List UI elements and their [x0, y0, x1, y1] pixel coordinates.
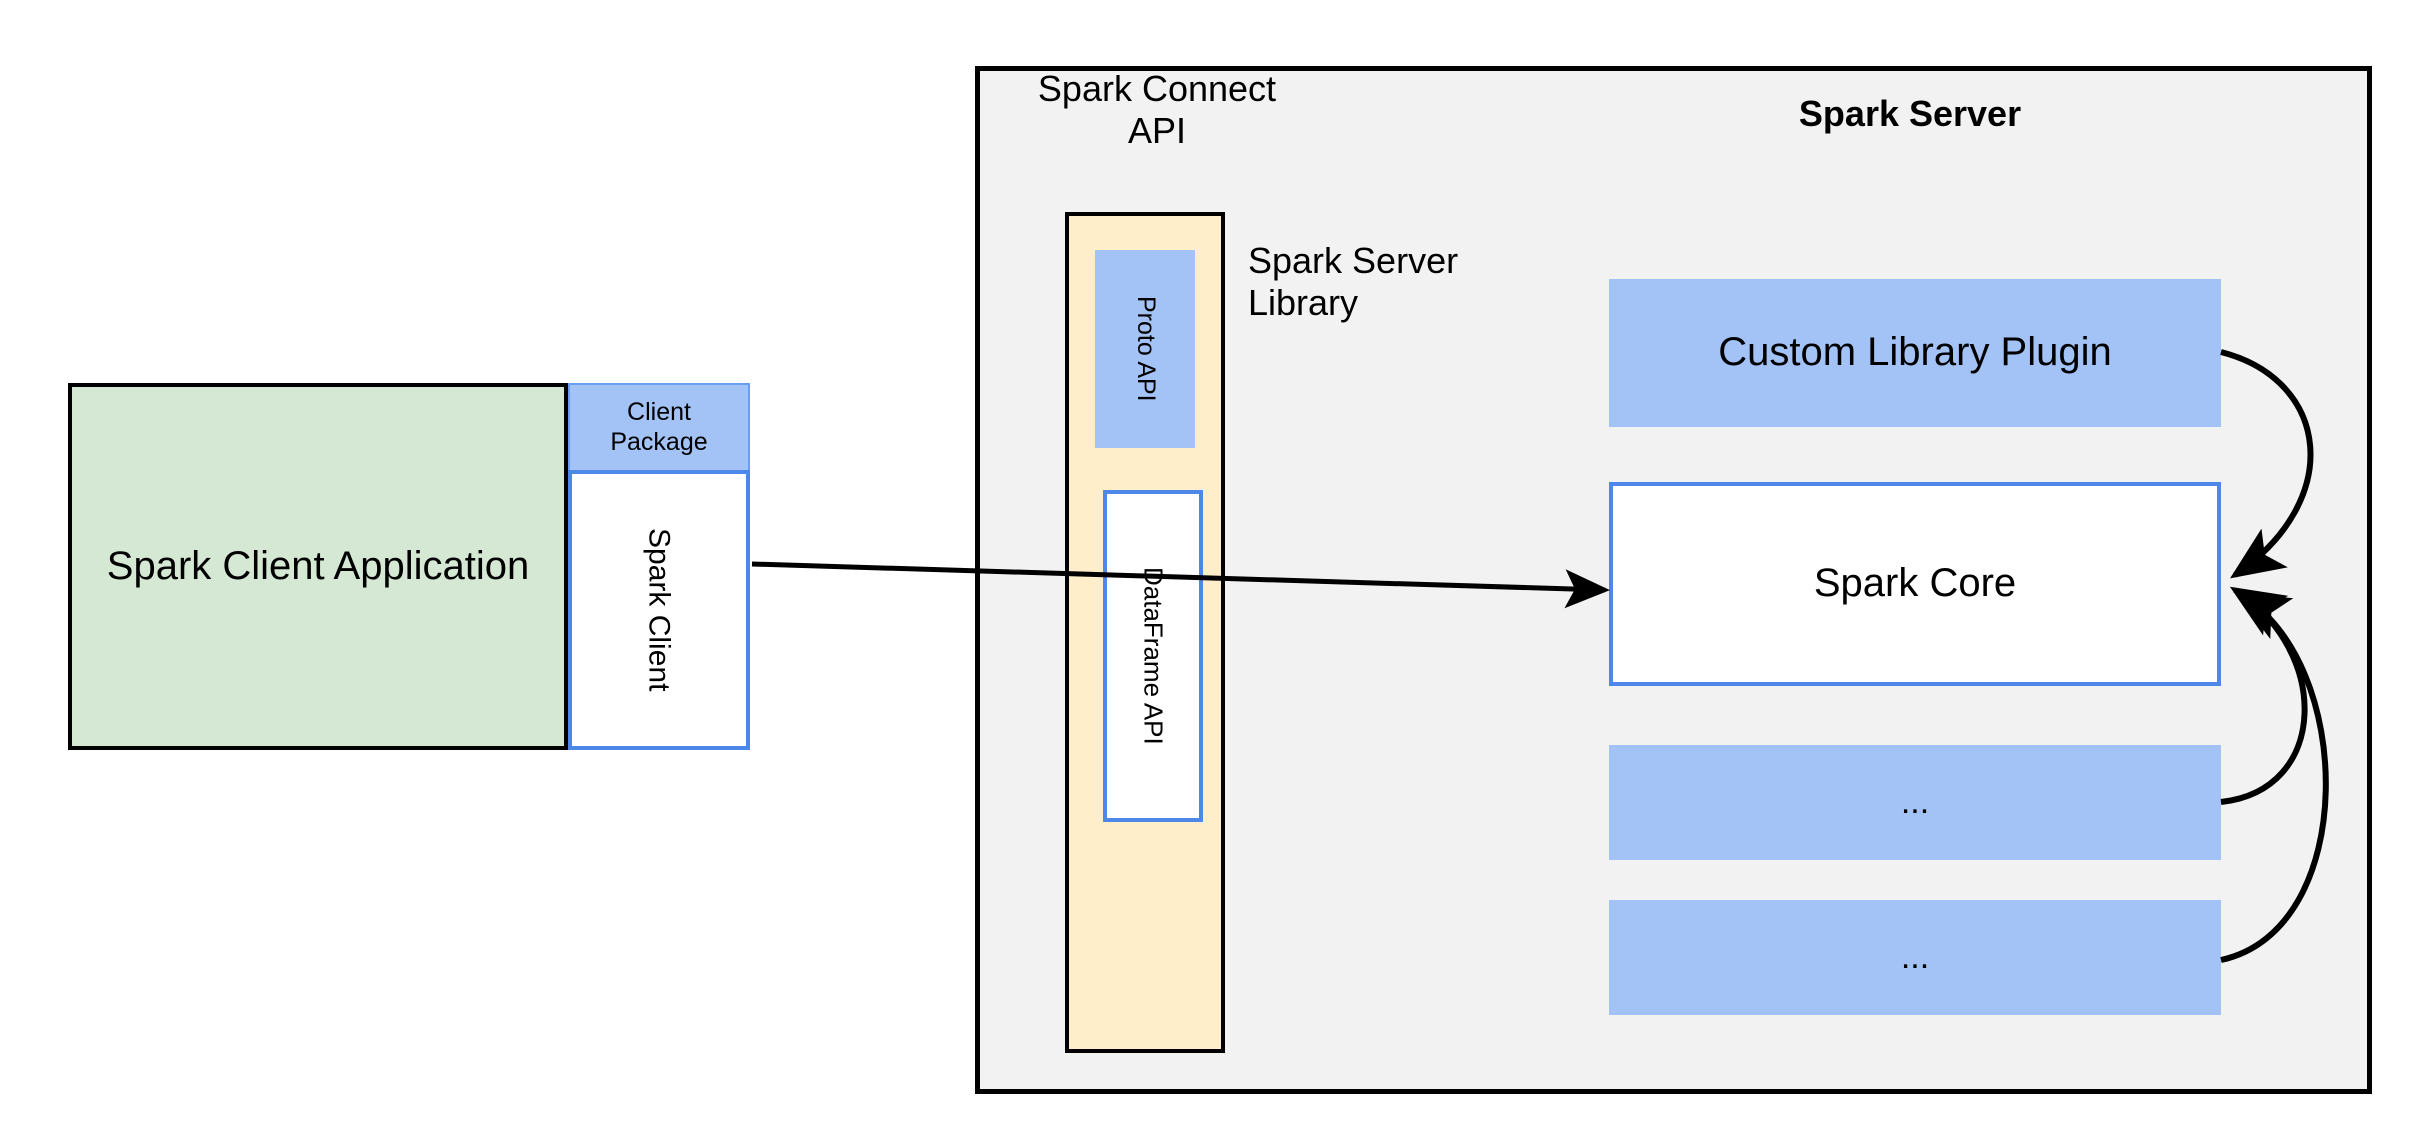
custom-library-plugin-label: Custom Library Plugin [1718, 330, 2112, 375]
spark-core-label: Spark Core [1813, 561, 2017, 606]
ellipsis-box-1[interactable]: ... [1609, 745, 2221, 860]
spark-client-box[interactable]: Spark Client [568, 470, 750, 750]
dataframe-api-label: DataFrame API [1138, 567, 1169, 745]
ellipsis-label-1: ... [1900, 783, 1930, 822]
spark-client-application-box[interactable]: Spark Client Application [68, 383, 568, 750]
spark-server-library-label: Spark Server Library [1248, 240, 1459, 324]
spark-client-label: Spark Client [642, 528, 676, 692]
spark-server-title: Spark Server [1798, 92, 2022, 134]
proto-api-box[interactable]: Proto API [1095, 250, 1195, 448]
client-application-label: Spark Client Application [106, 543, 530, 588]
dataframe-api-box[interactable]: DataFrame API [1103, 490, 1203, 822]
custom-library-plugin-box[interactable]: Custom Library Plugin [1609, 279, 2221, 427]
client-package-box[interactable]: Client Package [568, 383, 750, 470]
spark-connect-api-label: Spark Connect API [1037, 68, 1277, 152]
spark-core-box[interactable]: Spark Core [1609, 482, 2221, 686]
client-package-label: Client Package [610, 398, 708, 456]
ellipsis-label-2: ... [1900, 938, 1930, 977]
proto-api-label: Proto API [1131, 296, 1160, 402]
ellipsis-box-2[interactable]: ... [1609, 900, 2221, 1015]
